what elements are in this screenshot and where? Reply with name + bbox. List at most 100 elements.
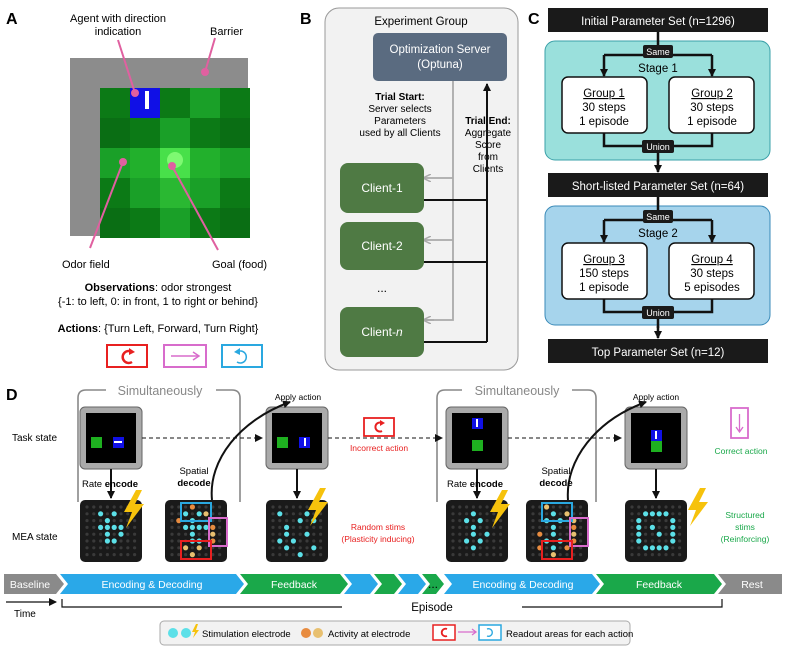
electrode <box>664 553 668 557</box>
legend-readout-label: Readout areas for each action <box>506 629 633 640</box>
electrode <box>558 505 562 509</box>
electrode <box>637 512 641 516</box>
odor-cell <box>220 88 250 118</box>
electrode <box>657 505 661 509</box>
odor-cell <box>130 208 160 238</box>
active-electrode <box>203 511 209 517</box>
agent-label-2: indication <box>95 26 141 38</box>
electrode <box>478 546 482 550</box>
electrode <box>499 539 503 543</box>
activity-icon-1 <box>301 628 311 638</box>
odor-cell <box>160 208 190 238</box>
electrode <box>112 505 116 509</box>
electrode <box>485 512 489 516</box>
bracket-1-label-bg <box>106 382 216 398</box>
odor-cell <box>160 118 190 148</box>
electrode <box>579 505 583 509</box>
turn-left-icon <box>106 344 148 368</box>
stim-electrode <box>189 524 195 531</box>
decode-label-1: decode <box>177 478 210 489</box>
odor-cell <box>100 118 130 148</box>
electrode <box>678 532 682 536</box>
electrode <box>190 546 194 550</box>
electrode <box>678 546 682 550</box>
electrode <box>451 546 455 550</box>
random-stims-label-2: (Plasticity inducing) <box>341 534 414 544</box>
stim-electrode <box>663 511 669 517</box>
group-3-title: Group 3 <box>583 254 625 266</box>
group-2-episodes: 1 episode <box>687 116 737 128</box>
electrode <box>197 532 201 536</box>
electrode <box>485 546 489 550</box>
electrode <box>204 505 208 509</box>
active-electrode <box>210 531 216 537</box>
electrode <box>451 532 455 536</box>
legend-stim-label: Stimulation electrode <box>202 629 291 640</box>
electrode <box>119 512 123 516</box>
stim-electrode <box>470 545 476 551</box>
electrode <box>465 546 469 550</box>
electrode <box>664 532 668 536</box>
structured-stims-label-3: (Reinforcing) <box>721 534 770 544</box>
electrode <box>112 546 116 550</box>
electrode <box>305 505 309 509</box>
electrode <box>177 539 181 543</box>
electrode <box>133 546 137 550</box>
stim-electrode <box>311 545 317 551</box>
stage-2-label: Stage 2 <box>638 228 678 240</box>
odor-pointer-dot <box>119 158 127 166</box>
stim-electrode <box>643 545 649 551</box>
electrode <box>545 512 549 516</box>
union-1-label: Union <box>646 142 670 152</box>
timeline: Baseline Encoding & Decoding Feedback ..… <box>4 574 782 594</box>
electrode <box>678 553 682 557</box>
panel-d-letter: D <box>6 387 18 404</box>
electrode <box>278 519 282 523</box>
stim-electrode <box>104 538 110 544</box>
electrode <box>133 519 137 523</box>
electrode <box>271 532 275 536</box>
electrode <box>85 546 89 550</box>
trial-start-line-3: used by all Clients <box>359 128 440 139</box>
group-3-steps: 150 steps <box>579 268 629 280</box>
goal-pointer-dot <box>168 162 176 170</box>
electrode <box>545 546 549 550</box>
electrode <box>657 539 661 543</box>
stim-electrode <box>470 531 476 537</box>
stim-electrode <box>470 524 476 531</box>
electrode <box>458 532 462 536</box>
timeline-encoding-1 <box>60 574 244 594</box>
mea-state-decode-2 <box>526 500 588 562</box>
stim-electrode <box>189 531 195 537</box>
electrode <box>538 519 542 523</box>
electrode <box>492 546 496 550</box>
electrode <box>451 553 455 557</box>
electrode <box>650 539 655 543</box>
mea-state-label: MEA state <box>12 532 58 543</box>
electrode <box>630 532 634 536</box>
shortlisted-parameter-set-label: Short-listed Parameter Set (n=64) <box>572 181 744 193</box>
electrode <box>551 505 556 509</box>
stim-electrode <box>277 538 283 544</box>
group-4-steps: 30 steps <box>690 268 734 280</box>
electrode <box>298 512 302 516</box>
legend-turn-right-icon <box>478 624 502 641</box>
electrode <box>678 505 682 509</box>
electrode <box>218 532 222 536</box>
electrode <box>85 539 89 543</box>
electrode <box>630 539 634 543</box>
electrode <box>630 553 634 557</box>
stim-electrode <box>470 511 476 517</box>
stim-electrode <box>203 524 209 531</box>
active-electrode <box>189 552 195 558</box>
electrode <box>650 553 655 557</box>
client-1 <box>340 163 424 213</box>
electrode <box>492 512 496 516</box>
mea-state-decode-1 <box>165 500 227 562</box>
electrode <box>177 512 181 516</box>
stim-electrode <box>297 518 303 524</box>
stim-electrode <box>636 524 642 531</box>
electrode <box>458 512 462 516</box>
correct-action-icon <box>730 407 749 439</box>
active-electrode <box>544 504 550 510</box>
